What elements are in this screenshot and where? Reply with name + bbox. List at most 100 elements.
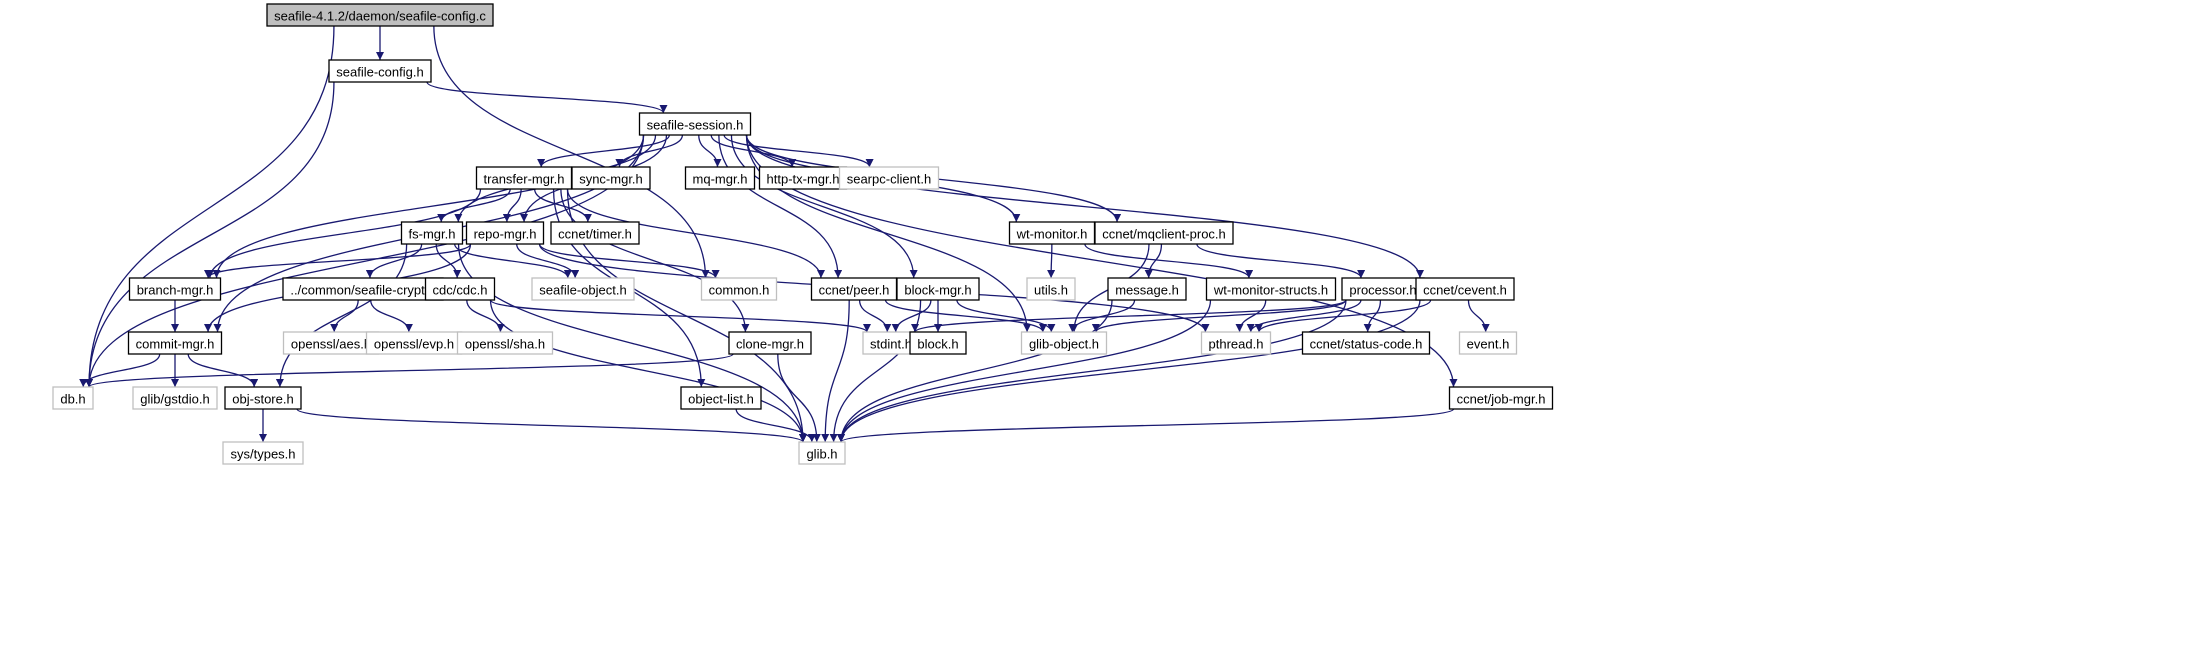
- node-repo-mgr-h[interactable]: repo-mgr.h: [465, 221, 545, 245]
- edge-ccnet-peer-h-to-glib-h: [821, 299, 850, 443]
- node-box: [838, 166, 940, 190]
- node-ccnet-peer-h[interactable]: ccnet/peer.h: [810, 277, 898, 301]
- node-box: [1415, 277, 1515, 301]
- node-clone-mgr-h[interactable]: clone-mgr.h: [728, 331, 812, 355]
- node-label: block.h: [917, 337, 958, 352]
- node-label: ccnet/peer.h: [819, 283, 890, 298]
- node-block-h[interactable]: block.h: [909, 331, 967, 355]
- node-http-tx-mgr-h[interactable]: http-tx-mgr.h: [758, 166, 848, 190]
- edge-processor-h-to-ccnet-status-code-h: [1363, 299, 1382, 333]
- node-ccnet-timer-h[interactable]: ccnet/timer.h: [550, 221, 640, 245]
- edge-cdc-cdc-h-to-stdint-h: [489, 299, 871, 333]
- node-label: utils.h: [1034, 283, 1068, 298]
- edge-fs-mgr-h-to-seafile-object-h: [454, 243, 572, 279]
- node-wt-monitor-h[interactable]: wt-monitor.h: [1008, 221, 1096, 245]
- node-label: ccnet/job-mgr.h: [1457, 392, 1546, 407]
- node-ccnet-mqclient-proc-h[interactable]: ccnet/mqclient-proc.h: [1094, 221, 1234, 245]
- node-seafile-object-h[interactable]: seafile-object.h: [531, 277, 635, 301]
- node-box: [328, 59, 432, 83]
- node-label: openssl/sha.h: [465, 337, 545, 352]
- node-label: searpc-client.h: [847, 172, 932, 187]
- edge-ccnet-cevent-h-to-pthread-h: [1254, 299, 1432, 333]
- node-utils-h[interactable]: utils.h: [1026, 277, 1076, 301]
- node-seafile-config-h[interactable]: seafile-config.h: [328, 59, 432, 83]
- node-message-h[interactable]: message.h: [1107, 277, 1187, 301]
- node-box: [1020, 331, 1108, 355]
- node-box: [909, 331, 967, 355]
- node-sync-mgr-h[interactable]: sync-mgr.h: [571, 166, 651, 190]
- edge-seafile-config-h-to-seafile-session-h: [426, 81, 668, 114]
- node-label: sys/types.h: [230, 447, 295, 462]
- node-glib-gstdio-h[interactable]: glib/gstdio.h: [132, 386, 218, 410]
- node-box: [266, 3, 494, 27]
- node-common-h[interactable]: common.h: [700, 277, 778, 301]
- edge-block-mgr-h-to-glib-object-h: [956, 299, 1056, 333]
- node-pthread-h[interactable]: pthread.h: [1200, 331, 1272, 355]
- node-box: [1026, 277, 1076, 301]
- edge-cdc-cdc-h-to-glib-h: [489, 299, 807, 443]
- node-event-h[interactable]: event.h: [1458, 331, 1518, 355]
- node-db-h[interactable]: db.h: [52, 386, 94, 410]
- edge-ccnet-peer-h-to-stdint-h: [858, 299, 892, 333]
- node-ccnet-job-mgr-h[interactable]: ccnet/job-mgr.h: [1448, 386, 1554, 410]
- node-stdint-h[interactable]: stdint.h: [862, 331, 920, 355]
- nodes-layer: seafile-4.1.2/daemon/seafile-config.c sea…: [52, 3, 1554, 465]
- node-label: clone-mgr.h: [736, 337, 804, 352]
- node-label: event.h: [1467, 337, 1510, 352]
- node-box: [728, 331, 812, 355]
- node-openssl-sha-h[interactable]: openssl/sha.h: [456, 331, 554, 355]
- node-ccnet-status-code-h[interactable]: ccnet/status-code.h: [1301, 331, 1431, 355]
- node-label: processor.h: [1349, 283, 1416, 298]
- node-label: ccnet/mqclient-proc.h: [1102, 227, 1226, 242]
- node-processor-h[interactable]: processor.h: [1341, 277, 1425, 301]
- edge-common-seafile-crypt-h-to-openssl-aes-h: [330, 299, 359, 333]
- edge-clone-mgr-h-to-glib-h: [777, 353, 821, 443]
- edge-clone-mgr-h-to-db-h: [85, 353, 734, 388]
- edge-block-mgr-h-to-stdint-h: [891, 299, 932, 333]
- node-root[interactable]: seafile-4.1.2/daemon/seafile-config.c: [266, 3, 494, 27]
- edge-seafile-session-h-to-sync-mgr-h: [615, 134, 684, 168]
- node-box: [456, 331, 554, 355]
- node-fs-mgr-h[interactable]: fs-mgr.h: [400, 221, 464, 245]
- node-glib-h[interactable]: glib.h: [798, 441, 846, 465]
- node-box: [52, 386, 94, 410]
- edge-wt-monitor-h-to-utils-h: [1047, 243, 1056, 279]
- node-box: [1301, 331, 1431, 355]
- node-transfer-mgr-h[interactable]: transfer-mgr.h: [475, 166, 573, 190]
- edge-seafile-session-h-to-ccnet-cevent-h: [745, 134, 1424, 279]
- edge-fs-mgr-h-to-obj-store-h: [275, 243, 408, 388]
- node-box: [700, 277, 778, 301]
- edge-seafile-session-h-to-branch-mgr-h: [212, 134, 645, 279]
- node-block-mgr-h[interactable]: block-mgr.h: [896, 277, 980, 301]
- edge-transfer-mgr-h-to-branch-mgr-h: [205, 188, 482, 279]
- node-box: [684, 166, 756, 190]
- node-branch-mgr-h[interactable]: branch-mgr.h: [128, 277, 222, 301]
- node-searpc-client-h[interactable]: searpc-client.h: [838, 166, 940, 190]
- node-box: [1205, 277, 1337, 301]
- node-label: cdc/cdc.h: [433, 283, 488, 298]
- edge-transfer-mgr-h-to-ccnet-timer-h: [534, 188, 592, 223]
- node-box: [465, 221, 545, 245]
- edge-processor-h-to-glib-object-h: [1092, 299, 1347, 333]
- node-object-list-h[interactable]: object-list.h: [680, 386, 762, 410]
- node-ccnet-cevent-h[interactable]: ccnet/cevent.h: [1415, 277, 1515, 301]
- edge-obj-store-h-to-glib-h: [296, 408, 807, 443]
- node-label: object-list.h: [688, 392, 754, 407]
- node-sys-types-h[interactable]: sys/types.h: [222, 441, 304, 465]
- node-glib-object-h[interactable]: glib-object.h: [1020, 331, 1108, 355]
- edge-seafile-session-h-to-block-mgr-h: [730, 134, 918, 279]
- node-common-seafile-crypt-h[interactable]: ../common/seafile-crypt.h: [282, 277, 444, 301]
- node-seafile-session-h[interactable]: seafile-session.h: [638, 112, 752, 136]
- node-cdc-cdc-h[interactable]: cdc/cdc.h: [424, 277, 496, 301]
- node-box: [680, 386, 762, 410]
- node-wt-monitor-structs-h[interactable]: wt-monitor-structs.h: [1205, 277, 1337, 301]
- node-label: ../common/seafile-crypt.h: [290, 283, 435, 298]
- node-openssl-aes-h[interactable]: openssl/aes.h: [282, 331, 380, 355]
- edge-cdc-cdc-h-to-openssl-sha-h: [466, 299, 505, 333]
- edge-transfer-mgr-h-to-ccnet-peer-h: [566, 188, 825, 279]
- node-mq-mgr-h[interactable]: mq-mgr.h: [684, 166, 756, 190]
- node-openssl-evp-h[interactable]: openssl/evp.h: [365, 331, 463, 355]
- node-obj-store-h[interactable]: obj-store.h: [224, 386, 302, 410]
- node-commit-mgr-h[interactable]: commit-mgr.h: [127, 331, 223, 355]
- node-label: obj-store.h: [232, 392, 293, 407]
